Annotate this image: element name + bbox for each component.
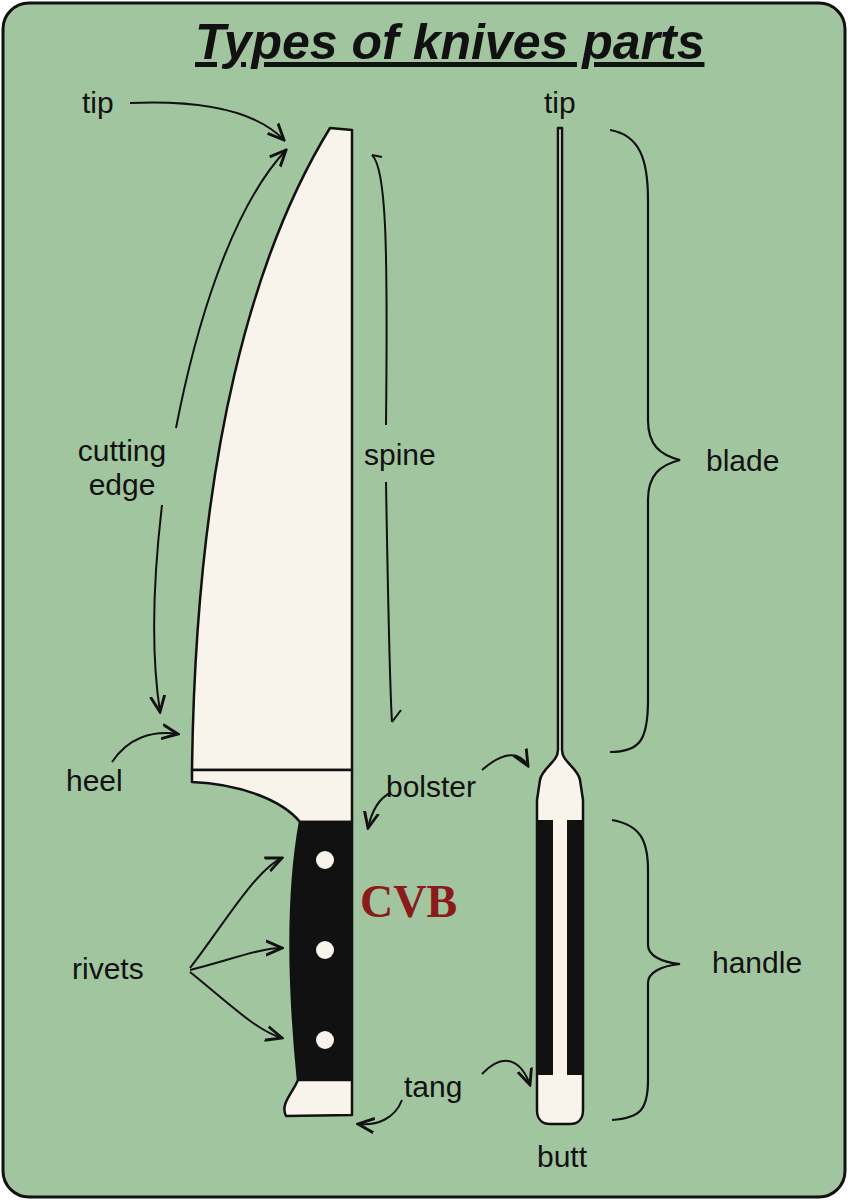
part-label: heel	[66, 764, 123, 798]
part-label: tip	[544, 86, 576, 120]
background-panel	[3, 3, 845, 1197]
title: Types of knives parts	[195, 12, 704, 72]
honing-steel	[537, 128, 583, 1124]
leader-lines	[112, 102, 680, 1124]
part-label: butt	[537, 1140, 587, 1174]
part-label: tang	[404, 1070, 462, 1104]
watermark: CVB	[360, 875, 457, 928]
part-label: spine	[364, 438, 436, 472]
part-label: handle	[712, 946, 802, 980]
part-label: blade	[706, 444, 779, 478]
part-label: bolster	[386, 770, 476, 804]
part-label: cutting edge	[57, 434, 187, 502]
part-label: rivets	[72, 952, 144, 986]
part-label: tip	[82, 86, 114, 120]
